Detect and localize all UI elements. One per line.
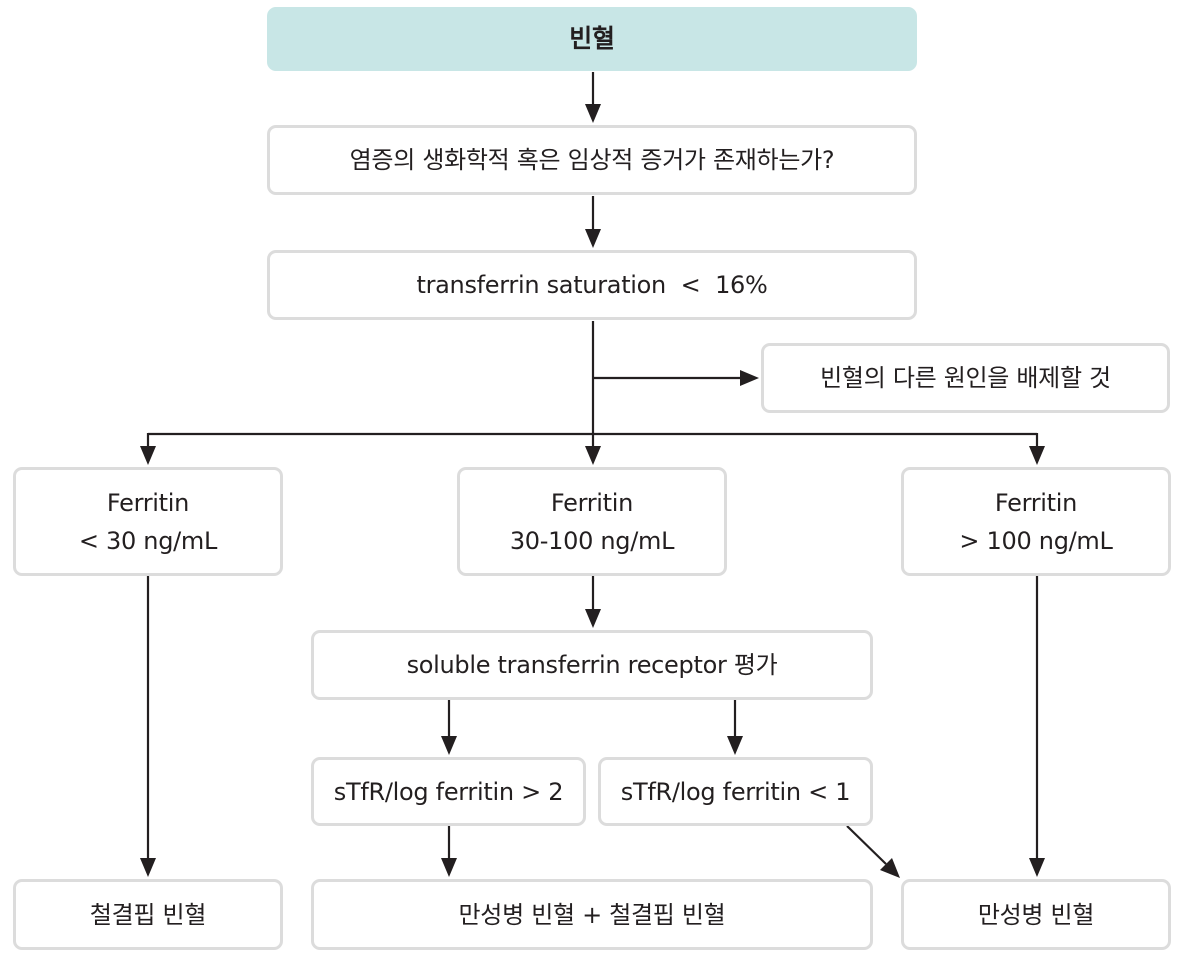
node-stfr-evaluation-label: soluble transferrin receptor 평가 bbox=[406, 651, 778, 679]
node-ferritin-mid-line2: 30-100 ng/mL bbox=[509, 526, 675, 555]
arrowhead bbox=[880, 858, 900, 878]
node-stfr-evaluation: soluble transferrin receptor 평가 bbox=[311, 630, 873, 700]
node-ferritin-low-line2: < 30 ng/mL bbox=[78, 526, 218, 555]
node-ferritin-high: Ferritin > 100 ng/mL bbox=[901, 467, 1171, 576]
node-mixed-anemia: 만성병 빈혈 + 철결핍 빈혈 bbox=[311, 879, 873, 950]
node-ferritin-low-line1: Ferritin bbox=[106, 488, 190, 517]
node-ferritin-high-line2: > 100 ng/mL bbox=[959, 526, 1113, 555]
node-chronic-disease-anemia: 만성병 빈혈 bbox=[901, 879, 1171, 950]
node-iron-deficiency-anemia-label: 철결핍 빈혈 bbox=[89, 900, 207, 929]
node-chronic-disease-anemia-label: 만성병 빈혈 bbox=[977, 900, 1095, 929]
arrowhead bbox=[585, 609, 601, 628]
node-ferritin-high-line1: Ferritin bbox=[994, 488, 1078, 517]
connector-ratio-low-to-chronic bbox=[846, 825, 887, 865]
arrowhead bbox=[585, 446, 601, 465]
node-iron-deficiency-anemia: 철결핍 빈혈 bbox=[13, 879, 283, 950]
node-transferrin-saturation-label: transferrin saturation < 16% bbox=[416, 271, 768, 299]
node-stfr-ratio-low-label: sTfR/log ferritin < 1 bbox=[620, 777, 851, 806]
node-anemia-label: 빈혈 bbox=[569, 24, 615, 53]
arrowhead bbox=[1029, 858, 1045, 877]
arrowhead bbox=[140, 858, 156, 877]
arrowhead bbox=[140, 446, 156, 465]
node-inflammation-question-label: 염증의 생화학적 혹은 임상적 증거가 존재하는가? bbox=[349, 146, 835, 174]
node-mixed-anemia-label: 만성병 빈혈 + 철결핍 빈혈 bbox=[458, 900, 726, 929]
arrowhead bbox=[441, 736, 457, 755]
node-ferritin-mid: Ferritin 30-100 ng/mL bbox=[457, 467, 727, 576]
arrowhead bbox=[585, 229, 601, 248]
node-anemia: 빈혈 bbox=[267, 7, 917, 71]
arrowhead bbox=[740, 370, 759, 386]
node-stfr-ratio-high-label: sTfR/log ferritin > 2 bbox=[333, 777, 564, 806]
arrowhead bbox=[727, 736, 743, 755]
node-exclude-other-causes-label: 빈혈의 다른 원인을 배제할 것 bbox=[820, 364, 1111, 392]
node-transferrin-saturation: transferrin saturation < 16% bbox=[267, 250, 917, 320]
arrowhead bbox=[1029, 446, 1045, 465]
node-inflammation-question: 염증의 생화학적 혹은 임상적 증거가 존재하는가? bbox=[267, 125, 917, 195]
node-ferritin-low: Ferritin < 30 ng/mL bbox=[13, 467, 283, 576]
node-stfr-ratio-low: sTfR/log ferritin < 1 bbox=[598, 757, 873, 826]
arrowhead bbox=[441, 858, 457, 877]
node-exclude-other-causes: 빈혈의 다른 원인을 배제할 것 bbox=[761, 343, 1170, 413]
arrowhead bbox=[585, 104, 601, 123]
node-stfr-ratio-high: sTfR/log ferritin > 2 bbox=[311, 757, 586, 826]
node-ferritin-mid-line1: Ferritin bbox=[550, 488, 634, 517]
